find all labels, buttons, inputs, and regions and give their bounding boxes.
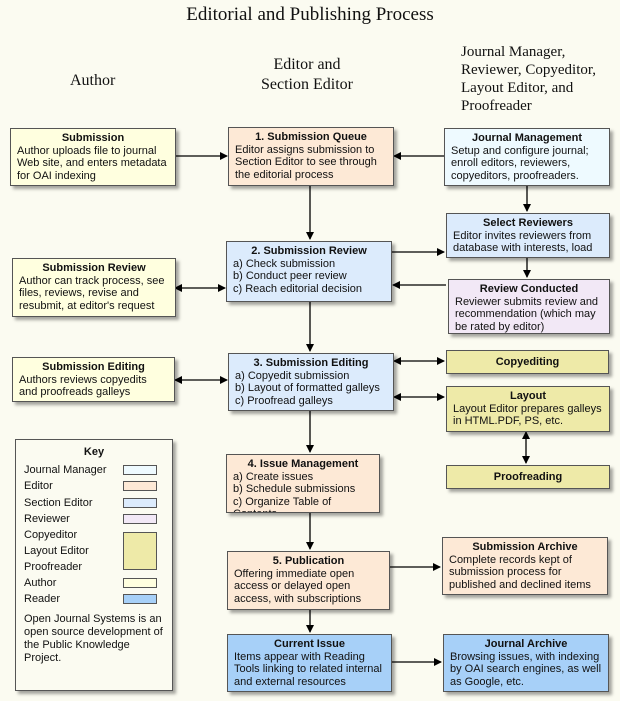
legend-swatch-journal-manager	[123, 465, 157, 475]
box-text: Editor assigns submission to Section Edi…	[235, 143, 377, 181]
box-text: Setup and configure journal; enroll edit…	[451, 144, 589, 182]
legend-label: Layout Editor	[24, 545, 89, 557]
step-item: b) Schedule submissions	[233, 483, 356, 495]
legend-label: Reviewer	[24, 513, 70, 525]
legend-swatch-section-editor	[123, 498, 157, 508]
editing-steps: a) Copyedit submission b) Layout of form…	[235, 370, 387, 408]
box-text: Authors reviews copyedits and proofreads…	[19, 373, 147, 399]
step-item: c) Proofread galleys	[235, 394, 333, 407]
legend-swatch-copyeditor	[123, 532, 157, 570]
legend-label: Copyeditor	[24, 529, 78, 541]
step-item: a) Check submission	[233, 257, 336, 270]
submission-review-box: 2. Submission Review a) Check submission…	[226, 241, 392, 302]
legend-label: Journal Manager	[24, 464, 107, 476]
box-title: Submission Archive	[472, 541, 578, 553]
box-text: Reviewer submits review and recommendati…	[455, 295, 599, 333]
step-item: b) Layout of formatted galleys	[235, 382, 380, 394]
column-heading-editor-line: Section Editor	[261, 76, 353, 93]
step-item: b) Conduct peer review	[233, 270, 347, 282]
legend-label: Proofreader	[24, 561, 83, 573]
box-title: Select Reviewers	[483, 217, 573, 229]
box-text: Editor invites reviewers from database w…	[453, 229, 593, 255]
box-text: Offering immediate open access or delaye…	[234, 567, 362, 605]
current-issue-box: Current Issue Items appear with Reading …	[227, 634, 392, 692]
proofreading-box: Proofreading	[446, 465, 610, 489]
box-title: Proofreading	[493, 470, 563, 483]
layout-box: Layout Layout Editor prepares galleys in…	[446, 386, 610, 432]
issue-steps: a) Create issues b) Schedule submissions…	[233, 470, 373, 513]
column-heading-author: Author	[70, 72, 116, 89]
box-title: Layout	[509, 390, 547, 402]
submission-box: Submission Author uploads file to journa…	[10, 128, 176, 186]
copyediting-box: Copyediting	[446, 350, 609, 374]
box-title: Journal Archive	[484, 638, 568, 650]
legend-label: Author	[24, 577, 57, 589]
box-title: 4. Issue Management	[247, 458, 359, 470]
column-heading-staff-line: Layout Editor, and	[461, 80, 574, 96]
box-title: 3. Submission Editing	[253, 357, 369, 369]
box-text: Complete records kept of submission proc…	[449, 553, 591, 591]
legend-swatch-editor	[123, 481, 157, 491]
legend-title: Key	[83, 446, 105, 458]
step-item: c) Organize Table of Contents	[233, 495, 332, 513]
diagram-title: Editorial and Publishing Process	[186, 4, 434, 25]
box-title: 5. Publication	[272, 555, 345, 567]
legend-swatch-reviewer	[123, 514, 157, 524]
box-title: 1. Submission Queue	[255, 131, 367, 143]
journal-archive-box: Journal Archive Browsing issues, with in…	[443, 634, 609, 692]
submission-archive-box: Submission Archive Complete records kept…	[442, 537, 608, 595]
review-steps: a) Check submission b) Conduct peer revi…	[233, 258, 385, 296]
author-submission-review-box: Submission Review Author can track proce…	[12, 258, 176, 317]
column-heading-staff-line: Journal Manager,	[461, 44, 566, 60]
column-heading-journal-staff: Journal Manager, Reviewer, Copyeditor, L…	[461, 43, 596, 115]
legend-note: Open Journal Systems is an open source d…	[24, 613, 163, 664]
submission-queue-box: 1. Submission Queue Editor assigns submi…	[228, 127, 394, 186]
column-heading-editor: Editor and Section Editor	[255, 55, 359, 95]
box-title: Submission Editing	[42, 361, 145, 373]
column-heading-editor-line: Editor and	[273, 56, 341, 73]
box-title: Copyediting	[495, 355, 560, 368]
box-title: Submission	[61, 132, 125, 144]
box-text: Author can track process, see files, rev…	[19, 274, 165, 312]
box-title: Journal Management	[471, 132, 583, 144]
box-title: Submission Review	[42, 262, 146, 274]
step-item: c) Reach editorial decision	[233, 282, 363, 295]
box-text: Items appear with Reading Tools linking …	[234, 650, 382, 688]
legend-label: Section Editor	[24, 497, 93, 509]
author-submission-editing-box: Submission Editing Authors reviews copye…	[12, 357, 175, 402]
legend-label: Editor	[24, 480, 53, 492]
box-text: Author uploads file to journal Web site,…	[17, 144, 167, 182]
box-text: Layout Editor prepares galleys in HTML.P…	[453, 402, 602, 428]
box-title: Review Conducted	[479, 283, 579, 295]
column-heading-staff-line: Proofreader	[461, 98, 532, 114]
box-title: Current Issue	[274, 638, 345, 650]
box-text: Browsing issues, with indexing by OAI se…	[450, 650, 602, 688]
select-reviewers-box: Select Reviewers Editor invites reviewer…	[446, 213, 610, 258]
journal-management-box: Journal Management Setup and configure j…	[444, 128, 610, 186]
publication-box: 5. Publication Offering immediate open a…	[227, 551, 390, 610]
legend-swatch-author	[123, 578, 157, 588]
box-title: 2. Submission Review	[251, 245, 367, 257]
submission-editing-box: 3. Submission Editing a) Copyedit submis…	[228, 353, 394, 411]
legend-swatch-reader	[123, 594, 157, 604]
issue-management-box: 4. Issue Management a) Create issues b) …	[226, 454, 380, 513]
review-conducted-box: Review Conducted Reviewer submits review…	[448, 279, 610, 334]
step-item: a) Create issues	[233, 470, 314, 483]
column-heading-staff-line: Reviewer, Copyeditor,	[461, 62, 597, 78]
step-item: a) Copyedit submission	[235, 369, 350, 382]
legend-key: Key Journal Manager Editor Section Edito…	[15, 439, 173, 691]
legend-label: Reader	[24, 593, 61, 605]
